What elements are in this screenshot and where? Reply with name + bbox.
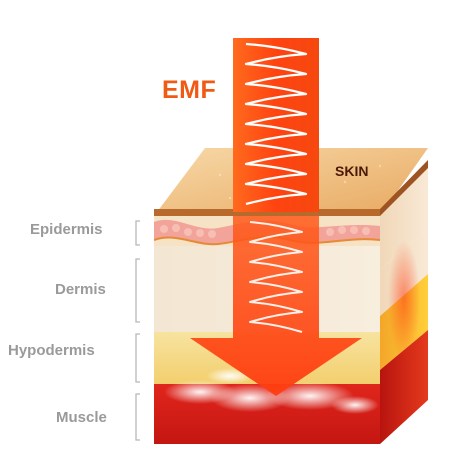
label-epidermis: Epidermis — [30, 221, 103, 238]
emf-title: EMF — [162, 76, 217, 104]
bracket-hypodermis — [135, 333, 140, 383]
bracket-epidermis — [135, 220, 140, 246]
label-hypodermis: Hypodermis — [8, 342, 95, 359]
bracket-muscle — [135, 393, 140, 441]
cell-dots — [160, 224, 370, 238]
skin-label: SKIN — [335, 163, 369, 179]
emf-wave-lower — [249, 221, 303, 333]
skin-surface-edge — [154, 209, 380, 216]
emf-wave-upper — [244, 42, 308, 206]
skin-surface-side-edge — [380, 160, 428, 216]
label-muscle: Muscle — [56, 409, 107, 426]
bracket-dermis — [135, 258, 140, 323]
side-heat-glow — [388, 240, 420, 360]
epidermis-side-face — [380, 168, 428, 270]
layer-brackets — [135, 220, 140, 441]
muscle-side-face — [380, 330, 428, 444]
label-dermis: Dermis — [55, 281, 106, 298]
emf-arrow — [190, 38, 362, 396]
